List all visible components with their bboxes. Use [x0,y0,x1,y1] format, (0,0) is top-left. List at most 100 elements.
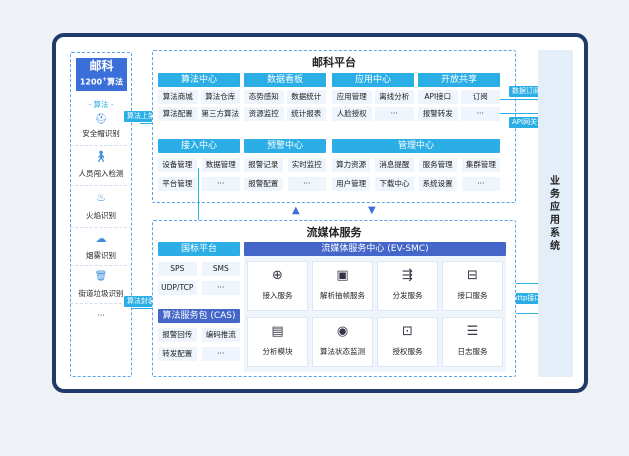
share-more[interactable]: ··· [460,107,500,121]
video-frame-icon: ▣ [336,268,349,283]
offline-analysis[interactable]: 离线分析 [374,90,414,104]
algo-item-helmet[interactable]: ⛑ 安全帽识别 [70,112,132,146]
service-label: 分发服务 [392,291,423,300]
download-center[interactable]: 下载中心 [375,177,414,191]
alarm-return[interactable]: 报警回传 [158,328,197,342]
algorithm-center: 算法中心 算法商城 算法仓库 算法配置 第三方算法 [158,73,240,121]
platform-manage[interactable]: 平台管理 [158,177,197,191]
algo-item-more[interactable]: ··· [97,311,105,320]
brand-count: 1200+算法 [79,76,124,87]
service-label: 日志服务 [457,347,488,356]
live-monitor[interactable]: 实时监控 [287,158,326,172]
http-interface-tag: http接口 [510,293,545,304]
gb-platform-title: 国标平台 [158,242,240,256]
data-manage[interactable]: 数据管理 [201,158,240,172]
down-arrow-icon: ▼ [368,205,376,216]
face-auth[interactable]: 人脸授权 [332,107,372,121]
http-arrow-top [516,283,538,284]
algo-item-label: 火焰识别 [86,211,116,220]
subscribe[interactable]: 订阅 [460,90,500,104]
service-ingest[interactable]: ⊕ 接入服务 [247,261,308,311]
analysis-icon: ▤ [271,324,284,339]
gb-up-line [198,168,199,240]
device-manage[interactable]: 设备管理 [158,158,197,172]
smc-service-grid: ⊕ 接入服务 ▣ 解析抽帧服务 ⇶ 分发服务 ⊟ 接口服务 ▤ 分析模块 ◉ 算… [247,261,503,367]
third-party-algo[interactable]: 第三方算法 [200,107,240,121]
data-stats[interactable]: 数据统计 [286,90,326,104]
service-interface[interactable]: ⊟ 接口服务 [442,261,503,311]
service-analysis[interactable]: ▤ 分析模块 [247,317,308,367]
service-auth[interactable]: ⊡ 授权服务 [377,317,438,367]
api-interface[interactable]: API接口 [418,90,458,104]
algo-item-fire[interactable]: ♨ 火焰识别 [70,186,132,228]
algo-item-garbage[interactable]: 🗑︎ 街道垃圾识别 [70,266,132,304]
service-label: 算法状态监测 [320,347,365,356]
mgmt-center: 管理中心 算力资源 消息提醒 服务管理 集群管理 用户管理 下载中心 系统设置 … [332,139,500,191]
platform-title: 邮科平台 [312,56,356,69]
open-share: 开放共享 API接口 订阅 报警转发 ··· [418,73,500,121]
alarm-records[interactable]: 报警记录 [244,158,283,172]
interface-icon: ⊟ [467,268,478,283]
service-label: 授权服务 [392,347,423,356]
situation-awareness[interactable]: 态势感知 [244,90,284,104]
alarm-forward[interactable]: 报警转发 [418,107,458,121]
forward-config[interactable]: 转发配置 [158,347,197,361]
algo-pack-tag: 算法封装 [124,296,158,307]
user-manage[interactable]: 用户管理 [332,177,371,191]
encode-push[interactable]: 编码推流 [201,328,240,342]
brand-name: 邮科 [89,59,114,73]
algo-repo[interactable]: 算法仓库 [200,90,240,104]
business-system-panel [538,50,573,377]
service-manage[interactable]: 服务管理 [418,158,457,172]
algo-mall[interactable]: 算法商城 [158,90,198,104]
algo-config[interactable]: 算法配置 [158,107,198,121]
gb-more[interactable]: ··· [201,281,240,295]
alarm-config[interactable]: 报警配置 [244,177,283,191]
stats-report[interactable]: 统计报表 [286,107,326,121]
subscribe-arrow [500,99,538,100]
flame-icon: ♨ [96,191,106,204]
access-center-title: 接入中心 [158,139,240,153]
service-monitor[interactable]: ◉ 算法状态监测 [312,317,373,367]
resource-monitor[interactable]: 资源监控 [244,107,284,121]
service-parse[interactable]: ▣ 解析抽帧服务 [312,261,373,311]
udp-tcp[interactable]: UDP/TCP [158,281,197,295]
mgmt-center-title: 管理中心 [332,139,500,153]
cas-more[interactable]: ··· [201,347,240,361]
access-center: 接入中心 设备管理 数据管理 平台管理 ··· [158,139,240,191]
app-manage[interactable]: 应用管理 [332,90,372,104]
algorithm-list: ⛑ 安全帽识别 🚶︎ 人员闯入检测 ♨ 火焰识别 ☁ 烟雾识别 🗑︎ 街道垃圾识… [70,112,132,328]
eye-icon: ◉ [336,324,349,339]
service-label: 接入服务 [262,291,293,300]
message-alerts[interactable]: 消息提醒 [375,158,414,172]
algo-pack-arrow [132,308,154,309]
dashboard-title: 数据看板 [244,73,326,87]
algo-item-smoke[interactable]: ☁ 烟雾识别 [70,228,132,266]
app-more[interactable]: ··· [374,107,414,121]
person-icon: 🚶︎ [94,150,108,163]
service-log[interactable]: ☰ 日志服务 [442,317,503,367]
algo-item-intrusion[interactable]: 🚶︎ 人员闯入检测 [70,146,132,186]
algo-up-tag: 算法上架 [124,111,158,122]
smoke-icon: ☁ [95,232,107,245]
data-subscribe-tag: 数据订阅推送 [509,86,557,97]
alarm-center: 预警中心 报警记录 实时监控 报警配置 ··· [244,139,326,191]
mgmt-more[interactable]: ··· [461,177,500,191]
gb-platform: 国标平台 SPS SMS UDP/TCP ··· [158,242,240,295]
alarm-center-title: 预警中心 [244,139,326,153]
algo-item-label: 烟雾识别 [86,251,116,260]
access-more[interactable]: ··· [201,177,240,191]
cas-title: 算法服务包 (CAS) [158,309,240,323]
alarm-more[interactable]: ··· [287,177,326,191]
sms[interactable]: SMS [201,262,240,276]
compute-resources[interactable]: 算力资源 [332,158,371,172]
algorithm-list-panel [70,52,132,377]
sps[interactable]: SPS [158,262,197,276]
service-distribute[interactable]: ⇶ 分发服务 [377,261,438,311]
distribute-icon: ⇶ [402,268,413,283]
algo-item-label: 安全帽识别 [82,129,120,138]
system-settings[interactable]: 系统设置 [418,177,457,191]
cluster-manage[interactable]: 集群管理 [461,158,500,172]
data-dashboard: 数据看板 态势感知 数据统计 资源监控 统计报表 [244,73,326,121]
service-label: 接口服务 [457,291,488,300]
